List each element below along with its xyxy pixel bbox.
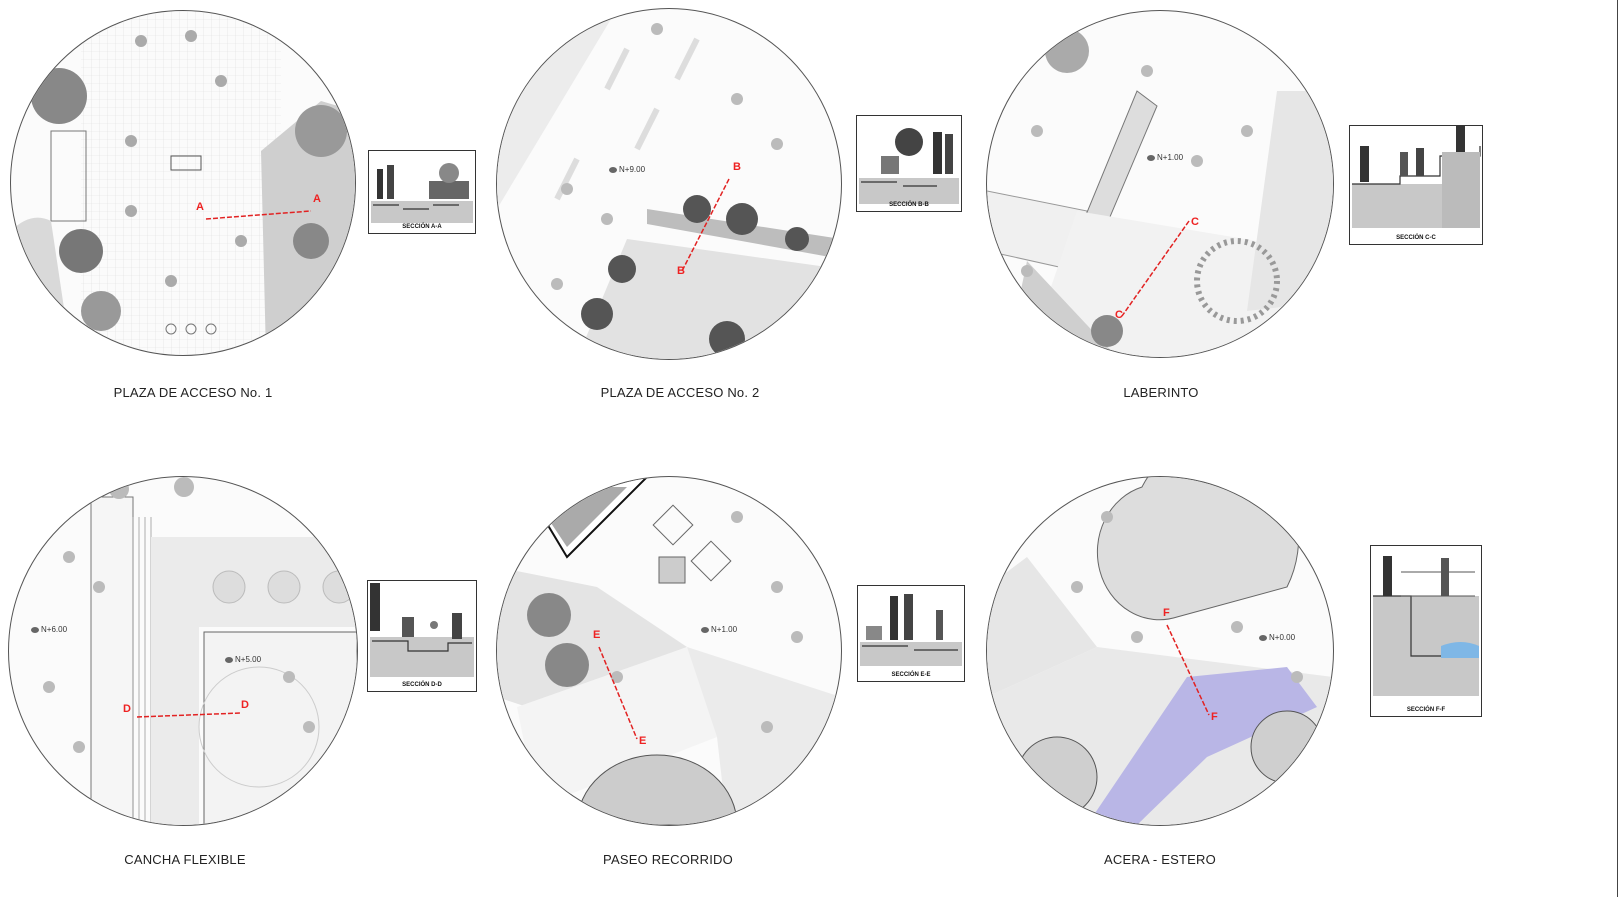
section-label: SECCIÓN B-B	[889, 202, 929, 208]
section-cut-marker: E	[593, 629, 601, 641]
section-elevation: SECCIÓN B-B	[856, 115, 962, 212]
section-elevation: SECCIÓN D-D	[367, 580, 477, 692]
panel-caption: PLAZA DE ACCESO No. 2	[600, 385, 760, 400]
panel-caption: PASEO RECORRIDO	[603, 852, 733, 867]
plan-detail-circle: N+9.00 B B	[496, 8, 842, 360]
level-marker: N+0.00	[1259, 633, 1295, 642]
section-cut-marker: B	[733, 161, 741, 173]
section-elevation: SECCIÓN C-C	[1349, 125, 1483, 245]
level-marker: N+9.00	[609, 165, 645, 174]
panel-caption: PLAZA DE ACCESO No. 1	[113, 385, 273, 400]
panel-caption: CANCHA FLEXIBLE	[124, 852, 246, 867]
section-cut-marker: D	[123, 703, 131, 715]
section-label: SECCIÓN F-F	[1406, 707, 1446, 713]
section-cut-marker: D	[241, 699, 249, 711]
section-label: SECCIÓN E-E	[891, 672, 931, 678]
section-cut-marker: C	[1115, 309, 1123, 321]
section-cut-marker: A	[313, 193, 321, 205]
section-cut-marker: C	[1191, 216, 1199, 228]
section-label: SECCIÓN D-D	[402, 682, 442, 688]
level-marker: N+5.00	[225, 655, 261, 664]
plan-detail-circle: A A	[10, 10, 356, 356]
section-cut-marker: F	[1211, 711, 1218, 723]
plan-detail-circle: N+1.00 E E	[496, 476, 842, 826]
level-marker: N+1.00	[701, 625, 737, 634]
section-label: SECCIÓN C-C	[1396, 235, 1436, 241]
section-elevation: SECCIÓN E-E	[857, 585, 965, 682]
sheet-border	[1617, 0, 1618, 897]
plan-detail-circle: N+6.00 N+5.00 D D	[8, 476, 358, 826]
level-marker: N+6.00	[31, 625, 67, 634]
panel-caption: LABERINTO	[1123, 385, 1199, 400]
section-cut-marker: B	[677, 265, 685, 277]
level-marker: N+1.00	[1147, 153, 1183, 162]
section-elevation: SECCIÓN A-A	[368, 150, 476, 234]
section-cut-marker: A	[196, 201, 204, 213]
plan-detail-circle: N+1.00 C C	[986, 10, 1334, 358]
section-label: SECCIÓN A-A	[402, 224, 442, 230]
panel-caption: ACERA - ESTERO	[1104, 852, 1216, 867]
section-cut-marker: F	[1163, 607, 1170, 619]
section-cut-marker: E	[639, 735, 647, 747]
section-elevation: SECCIÓN F-F	[1370, 545, 1482, 717]
plan-detail-circle: N+0.00 F F	[986, 476, 1334, 826]
